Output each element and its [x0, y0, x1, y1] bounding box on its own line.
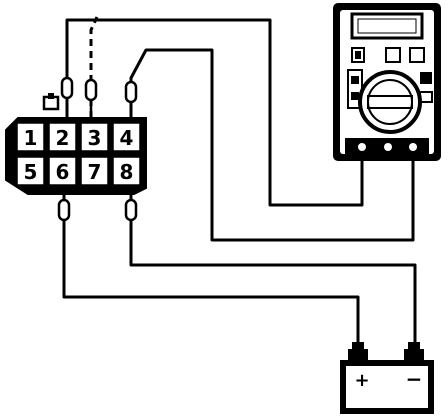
connector: 1 2 3 4 5 6 7 8 [5, 93, 147, 195]
pin-cell-2 [48, 122, 77, 152]
pin-label-5: 5 [24, 160, 38, 184]
multimeter-jack-left [358, 143, 366, 151]
pin-cell-5 [16, 156, 45, 186]
terminal-pin3 [84, 78, 98, 102]
pin-cell-4 [112, 122, 141, 152]
pin-cell-1 [16, 122, 45, 152]
battery-terminal-positive [348, 349, 368, 361]
multimeter-button-right [409, 47, 425, 63]
battery: + − [340, 342, 434, 414]
pin-label-6: 6 [56, 160, 70, 184]
wire-pin6-to-battery-positive [62, 192, 360, 360]
pin-label-2: 2 [56, 126, 70, 150]
battery-positive-sign: + [354, 370, 369, 391]
pin-cell-8 [112, 156, 141, 186]
wire-pin8-to-battery-negative [129, 192, 417, 358]
terminal-pin2 [60, 76, 74, 100]
pin-label-7: 7 [88, 160, 102, 184]
terminal-pin8 [124, 198, 138, 222]
pin-label-8: 8 [120, 160, 134, 184]
battery-terminal-negative [404, 349, 424, 361]
multimeter-jack-middle [384, 143, 392, 151]
terminal-pin4 [124, 80, 138, 104]
pin-cell-7 [80, 156, 109, 186]
terminal-pin6 [57, 198, 71, 222]
multimeter-display [350, 12, 424, 40]
pin-label-1: 1 [24, 126, 38, 150]
battery-negative-sign: − [406, 367, 423, 391]
pin-cell-3 [80, 122, 109, 152]
wire-pin2-to-multimeter [65, 18, 364, 207]
wires [62, 18, 417, 360]
multimeter-button-middle [385, 47, 401, 63]
pin-label-4: 4 [120, 126, 134, 150]
multimeter-jack-right [409, 143, 417, 151]
wire-pin4-to-multimeter [129, 48, 415, 242]
pin-label-3: 3 [88, 126, 102, 150]
pin-cell-6 [48, 156, 77, 186]
multimeter [333, 3, 441, 161]
